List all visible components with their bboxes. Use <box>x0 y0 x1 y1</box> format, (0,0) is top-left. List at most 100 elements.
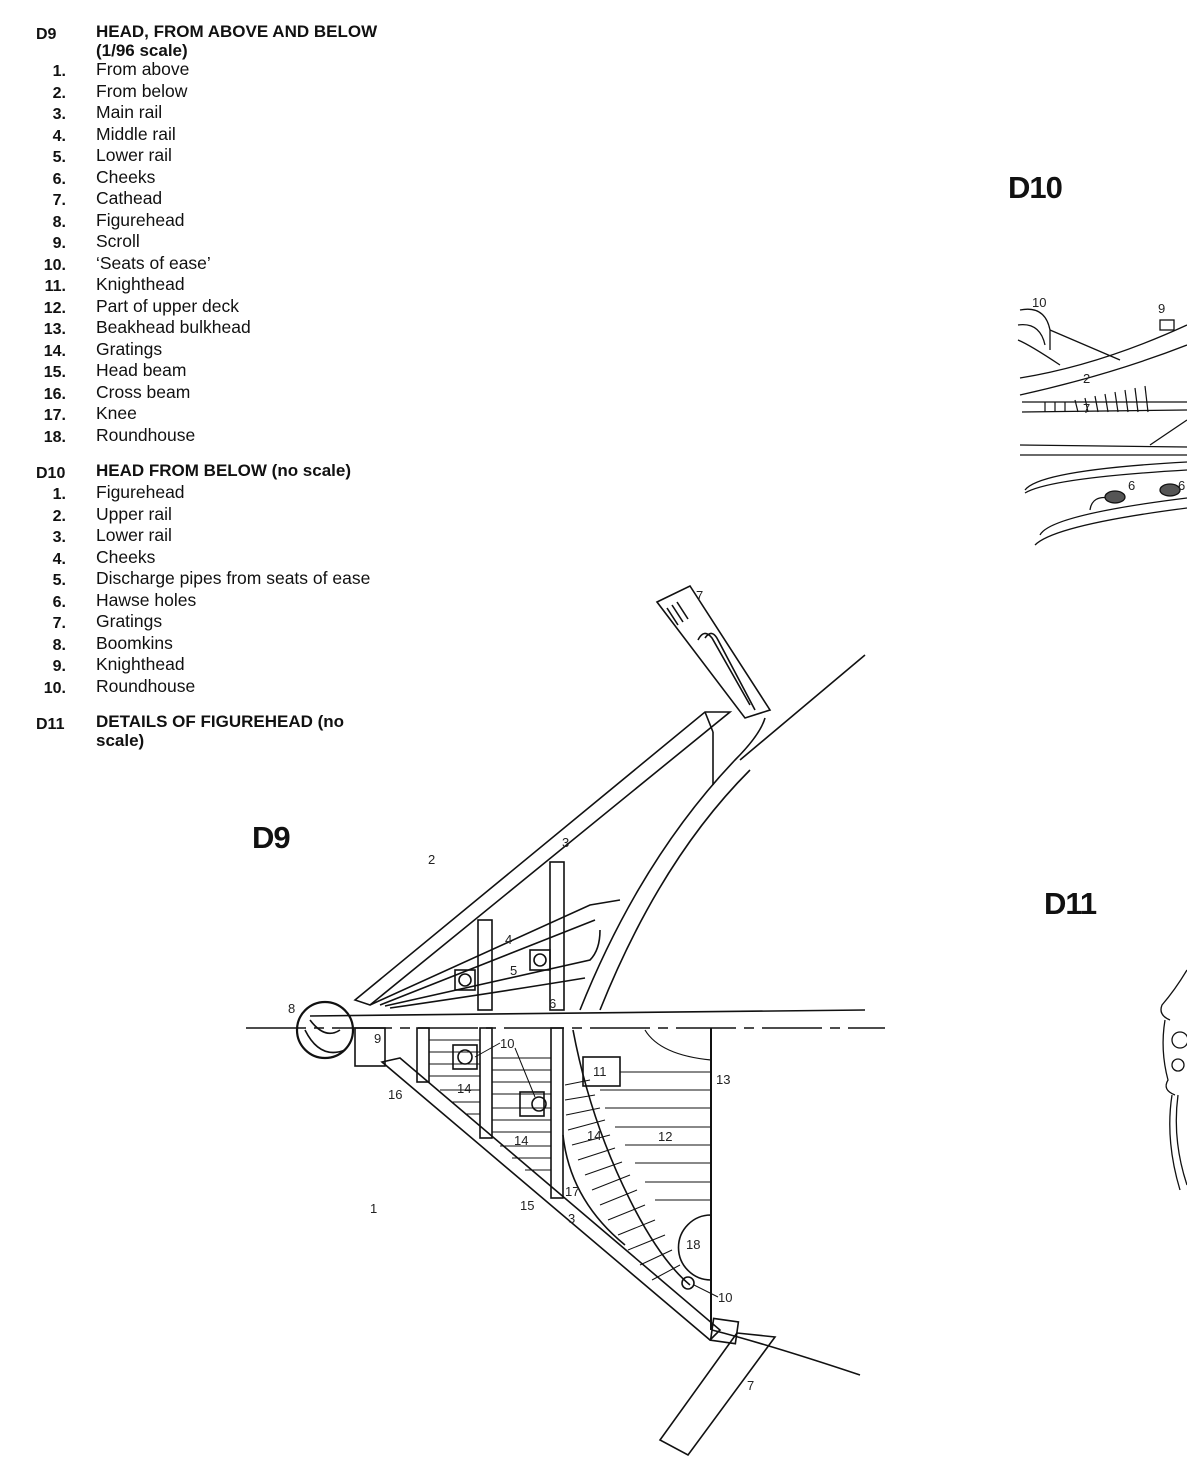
callout-16: 16 <box>388 1087 402 1102</box>
legend-item-label: Scroll <box>96 231 140 251</box>
knee-curve <box>572 1029 691 1286</box>
legend-item: 3.Lower rail <box>36 525 436 548</box>
legend-item: 2.From below <box>36 80 436 104</box>
legend-section-d9: D9 HEAD, FROM ABOVE AND BELOW (1/96 scal… <box>36 22 436 447</box>
section-title: DETAILS OF FIGUREHEAD (no scale) <box>96 712 345 750</box>
legend-item-label: Beakhead bulkhead <box>96 317 251 337</box>
legend-item: 14. Gratings <box>36 338 436 362</box>
legend-item: 4.Middle rail <box>36 124 436 147</box>
legend-item-label: Knee <box>96 403 137 423</box>
legend-item-label: Discharge pipes from seats of ease <box>96 568 371 588</box>
legend-item-number: 6. <box>52 170 66 188</box>
legend-item-label: Gratings <box>96 338 163 359</box>
legend-item: 17. Knee <box>36 403 436 426</box>
legend-item-number: 1. <box>52 486 66 503</box>
callout-6: 6 <box>549 996 556 1011</box>
legend-item: 11.Knighthead <box>36 274 436 297</box>
legend-item-label: Knighthead <box>96 654 185 674</box>
section-title: HEAD FROM BELOW (no scale) <box>96 461 352 480</box>
legend-item: 12.Part of upper deck <box>36 295 436 319</box>
legend-item: 10.‘Seats of ease’ <box>36 253 436 276</box>
legend-item-label: Part of upper deck <box>96 295 239 316</box>
legend-item-label: Upper rail <box>96 503 172 524</box>
callout-9: 9 <box>374 1031 381 1046</box>
legend-item-number: 6. <box>52 593 66 611</box>
legend-item-label: Hawse holes <box>96 589 197 610</box>
callout-3: 3 <box>568 1211 575 1226</box>
legend-item-number: 14. <box>43 342 66 360</box>
section-title: HEAD, FROM ABOVE AND BELOW (1/96 scale) <box>96 22 378 60</box>
roundhouse <box>677 1214 712 1281</box>
legend-item-label: Lower rail <box>96 145 172 165</box>
legend: D9 HEAD, FROM ABOVE AND BELOW (1/96 scal… <box>36 22 436 758</box>
legend-item: 5. Discharge pipes from seats of ease <box>36 568 436 591</box>
legend-item: 15.Head beam <box>36 360 436 383</box>
legend-item-number: 10. <box>43 256 66 274</box>
legend-item: 18.Roundhouse <box>36 425 436 448</box>
legend-item-number: 5. <box>52 572 66 589</box>
legend-item-number: 18. <box>43 428 66 446</box>
legend-section-d10: D10 HEAD FROM BELOW (no scale) 1.Figureh… <box>36 461 436 698</box>
legend-item-number: 7. <box>52 192 66 209</box>
legend-item: 1. From above <box>36 59 436 82</box>
legend-item-label: Cheeks <box>96 546 156 567</box>
callout-7: 7 <box>696 588 703 603</box>
callout-14: 14 <box>514 1133 528 1148</box>
stanchion <box>477 919 493 1011</box>
legend-item: 6. Hawse holes <box>36 589 436 613</box>
callout-18: 18 <box>686 1237 700 1252</box>
section-code: D9 <box>36 26 57 43</box>
figure-title-d10: D10 <box>1008 170 1063 205</box>
legend-item-number: 9. <box>52 658 66 675</box>
d10-callout-6: 6 <box>1178 478 1185 493</box>
legend-item-number: 7. <box>52 615 66 632</box>
legend-item-label: Roundhouse <box>96 675 196 696</box>
d10-callout-2: 2 <box>1083 371 1090 386</box>
legend-item-label: Gratings <box>96 611 163 631</box>
cross-beam <box>416 1027 430 1083</box>
d11-drawing <box>1160 969 1187 1191</box>
figurehead <box>295 1000 355 1060</box>
d10-callout-6: 6 <box>1128 478 1135 493</box>
legend-item: 2.Upper rail <box>36 503 436 527</box>
section-code: D11 <box>36 716 65 733</box>
callout-8: 8 <box>288 1001 295 1016</box>
legend-item-number: 15. <box>43 364 66 381</box>
scroll <box>354 1027 386 1067</box>
callout-7: 7 <box>747 1378 754 1393</box>
legend-item-number: 4. <box>52 550 66 568</box>
legend-item-label: Figurehead <box>96 209 185 230</box>
callout-2: 2 <box>428 852 435 867</box>
legend-item-label: From below <box>96 80 188 101</box>
callout-15: 15 <box>520 1198 534 1213</box>
legend-item-number: 1. <box>52 63 66 80</box>
legend-item-number: 17. <box>43 407 66 424</box>
legend-item: 9. Knighthead <box>36 654 436 677</box>
legend-item-number: 3. <box>52 529 66 546</box>
legend-item-label: Knighthead <box>96 274 185 294</box>
callout-17: 17 <box>565 1184 579 1199</box>
callout-10: 10 <box>500 1036 514 1051</box>
d9-drawing <box>246 584 885 1457</box>
lower-rail <box>384 929 601 1007</box>
legend-item-label: From above <box>96 59 190 79</box>
legend-item-number: 9. <box>52 235 66 252</box>
legend-item: 4. Cheeks <box>36 546 436 570</box>
callout-4: 4 <box>505 932 512 947</box>
middle-rail <box>369 899 621 1006</box>
legend-item-number: 16. <box>43 385 66 403</box>
callout-13: 13 <box>716 1072 730 1087</box>
legend-item-number: 8. <box>52 636 66 654</box>
legend-item: 7. Gratings <box>36 611 436 634</box>
legend-section-d11: D11 DETAILS OF FIGUREHEAD (no scale) <box>36 712 436 750</box>
legend-item: 8.Boomkins <box>36 633 436 656</box>
cathead-upper <box>655 584 772 719</box>
legend-item: 3.Main rail <box>36 102 436 125</box>
callout-1: 1 <box>370 1201 377 1216</box>
section-code: D10 <box>36 465 66 482</box>
legend-item-number: 5. <box>52 149 66 166</box>
hull-side-line <box>739 654 866 761</box>
legend-item-number: 10. <box>43 679 66 697</box>
hull-lower-line <box>711 1329 861 1376</box>
